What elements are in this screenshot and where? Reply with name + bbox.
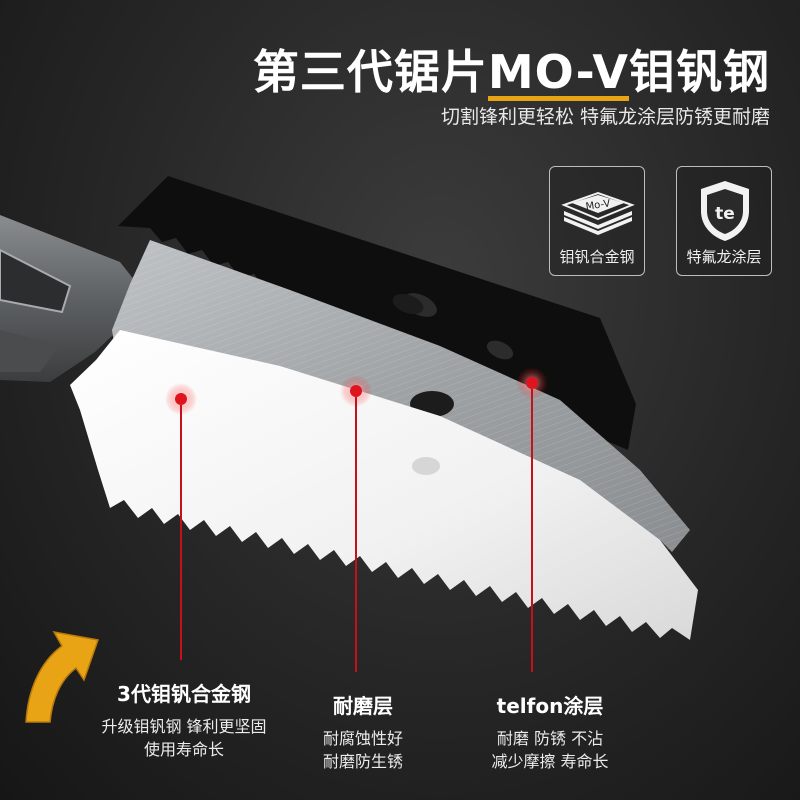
- plates-icon-text: Mo-V: [585, 198, 611, 212]
- callout-title: 3代钼钒合金钢: [117, 682, 251, 706]
- saw-handle: [0, 215, 150, 382]
- page-title: 第三代锯片MO-V钼钒钢: [253, 36, 770, 102]
- callout-description: 升级钼钒钢 锋利更坚固 使用寿命长: [84, 715, 284, 761]
- metal-plates-icon: Mo-V: [561, 191, 635, 235]
- callout-teflon-layer: telfon涂层 耐磨 防锈 不沾 减少摩擦 寿命长: [460, 690, 640, 773]
- callout-mov-steel: 3代钼钒合金钢 升级钼钒钢 锋利更坚固 使用寿命长: [84, 678, 284, 761]
- marker-wear-layer: [340, 375, 372, 672]
- callout-description: 耐磨 防锈 不沾 减少摩擦 寿命长: [460, 727, 640, 773]
- callout-line: 耐磨 防锈 不沾: [496, 729, 604, 748]
- callout-line: 耐腐蚀性好: [322, 729, 403, 748]
- marker-mov-steel: [165, 383, 197, 660]
- callout-title: 耐磨层: [333, 694, 393, 718]
- title-part2: 钼钒钢: [629, 45, 770, 99]
- badge-mov-steel: Mo-V 钼钒合金钢: [549, 166, 645, 276]
- callout-wear-layer: 耐磨层 耐腐蚀性好 耐磨防生锈: [303, 690, 423, 773]
- callout-line: 耐磨防生锈: [322, 752, 403, 772]
- title-highlight: MO-V: [487, 48, 629, 102]
- badge-label: 特氟龙涂层: [686, 248, 762, 266]
- curved-arrow-icon: [25, 630, 99, 723]
- mov-steel-blade: [70, 330, 698, 640]
- title-part1: 第三代锯片: [252, 45, 488, 99]
- callout-line: 升级钼钒钢 锋利更坚固: [101, 717, 267, 736]
- callout-description: 耐腐蚀性好 耐磨防生锈: [303, 727, 423, 773]
- badge-teflon-coating: te 特氟龙涂层: [676, 166, 772, 276]
- badge-label: 钼钒合金钢: [559, 248, 635, 266]
- callout-line: 减少摩擦 寿命长: [491, 752, 609, 772]
- callout-title: telfon涂层: [496, 694, 604, 718]
- subtitle: 切割锋利更轻松 特氟龙涂层防锈更耐磨: [440, 106, 770, 128]
- shield-icon-text: te: [715, 204, 735, 224]
- callout-line: 使用寿命长: [143, 740, 224, 760]
- marker-teflon-layer: [516, 367, 548, 672]
- shield-icon: te: [701, 181, 749, 241]
